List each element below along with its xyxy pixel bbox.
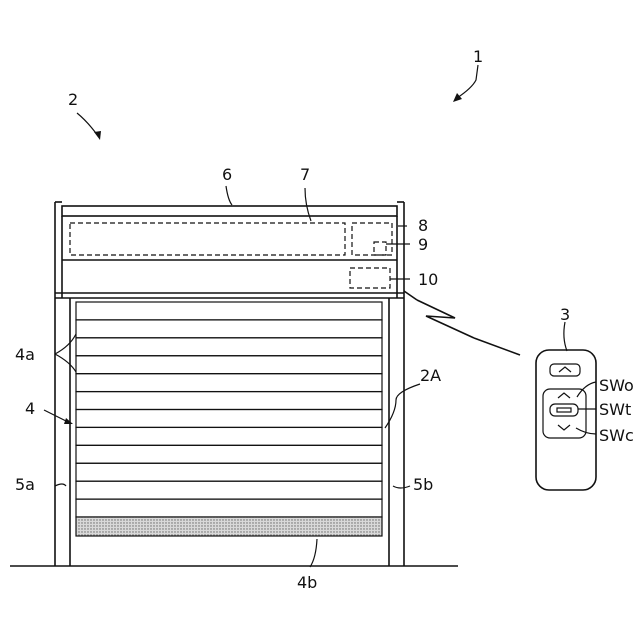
curtain-slat — [76, 356, 382, 374]
curtain-slats — [76, 302, 382, 517]
curtain-slat — [76, 374, 382, 392]
label-receiver: 10 — [418, 270, 438, 289]
label-control-unit: 8 — [418, 216, 428, 235]
label-sw-stop: SWt — [599, 400, 631, 419]
switch-group — [543, 389, 586, 438]
label-housing: 6 — [222, 165, 232, 184]
label-system: 1 — [473, 47, 483, 66]
curtain-slat — [76, 445, 382, 463]
sw-open-button[interactable] — [550, 364, 580, 376]
curtain-slat — [76, 499, 382, 517]
label-slats: 4a — [15, 345, 35, 364]
remote-controller — [536, 350, 596, 490]
label-bottom-bar: 4b — [297, 573, 317, 592]
sensor-box — [374, 242, 386, 255]
chevron-down-icon — [558, 425, 570, 430]
label-sensor: 9 — [418, 235, 428, 254]
housing-inner-box — [70, 223, 345, 255]
curtain-slat — [76, 481, 382, 499]
chevron-up-icon — [558, 393, 570, 398]
curtain-slat — [76, 320, 382, 338]
curtain-slat — [76, 427, 382, 445]
curtain-slat — [76, 392, 382, 410]
receiver-box — [350, 268, 390, 288]
label-opening: 2A — [420, 366, 441, 385]
curtain-slat — [76, 302, 382, 320]
wireless-signal-tail — [474, 338, 520, 355]
label-curtain: 4 — [25, 399, 35, 418]
rail-right — [389, 298, 404, 566]
sw-stop-button[interactable] — [550, 404, 578, 416]
leader-lines — [44, 65, 596, 567]
label-remote: 3 — [560, 305, 570, 324]
chevron-up-icon — [559, 367, 571, 372]
curtain-slat — [76, 410, 382, 428]
rail-left — [55, 298, 70, 566]
wireless-signal — [417, 300, 474, 338]
curtain-slat — [76, 338, 382, 356]
label-housing-inner: 7 — [300, 165, 310, 184]
label-sw-close: SWc — [599, 426, 634, 445]
bottom-bar — [76, 517, 382, 536]
curtain-slat — [76, 463, 382, 481]
label-shutter-device: 2 — [68, 90, 78, 109]
wireless-signal-head — [404, 291, 417, 300]
stop-bar-icon — [557, 408, 571, 412]
label-rail-right: 5b — [413, 475, 433, 494]
label-sw-open: SWo — [599, 376, 634, 395]
label-rail-left: 5a — [15, 475, 35, 494]
